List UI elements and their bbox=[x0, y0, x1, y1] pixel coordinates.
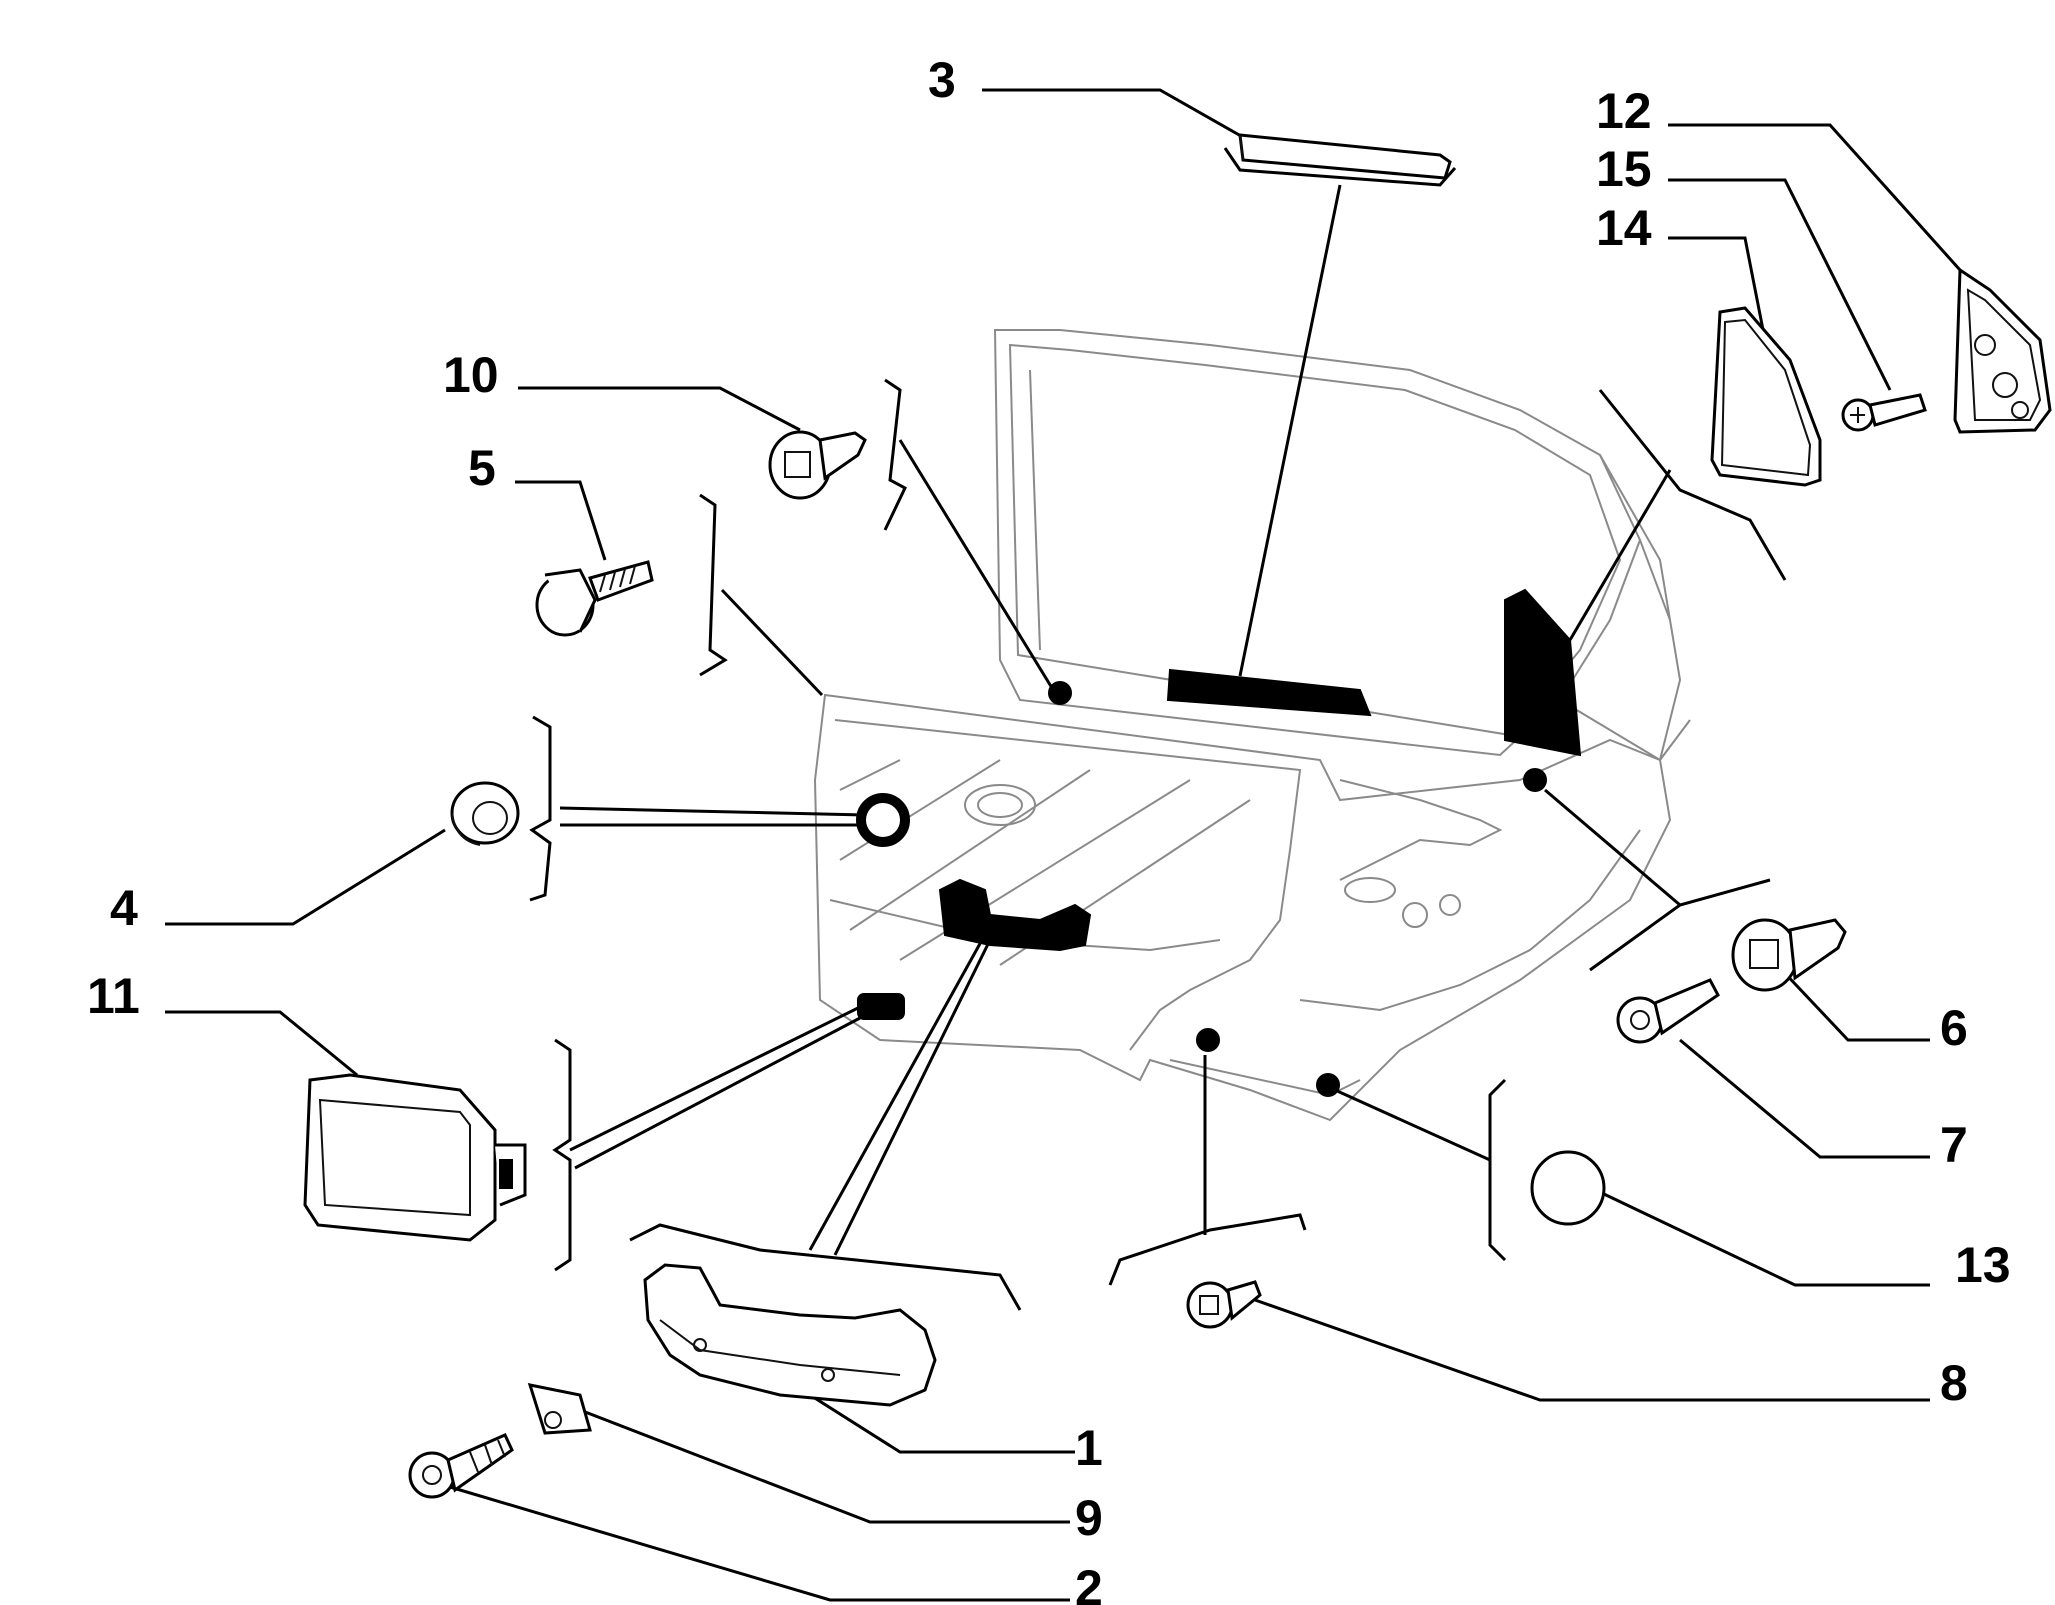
callout-13: 13 bbox=[1955, 1237, 2011, 1293]
door-fastener-dot bbox=[1048, 681, 1072, 705]
seal-strip-part bbox=[1238, 133, 1452, 180]
door-grommet bbox=[856, 793, 910, 847]
switch-housing-11-part bbox=[303, 1073, 527, 1242]
bracket-markers bbox=[529, 147, 1787, 1311]
push-clip-10-part bbox=[768, 430, 867, 500]
door-strip-seal bbox=[1166, 668, 1372, 717]
round-plug-13-part bbox=[1530, 1150, 1606, 1226]
push-clip-6-part bbox=[1731, 918, 1847, 992]
callout-4: 4 bbox=[110, 880, 138, 936]
callout-10: 10 bbox=[443, 347, 499, 403]
callout-3: 3 bbox=[928, 52, 956, 108]
door-fastener-dot bbox=[1196, 1028, 1220, 1052]
pull-handle-1-part bbox=[643, 1263, 937, 1407]
door-pull-handle bbox=[938, 878, 1092, 952]
callout-2: 2 bbox=[1075, 1560, 1103, 1605]
callout-1: 1 bbox=[1075, 1420, 1103, 1476]
callout-15: 15 bbox=[1596, 141, 1652, 197]
triangle-trim-part bbox=[1710, 306, 1822, 487]
callout-8: 8 bbox=[1940, 1355, 1968, 1411]
bolt-2-part bbox=[408, 1433, 514, 1499]
bolt-7-part bbox=[1616, 978, 1720, 1044]
callout-14: 14 bbox=[1596, 200, 1652, 256]
window-corner-trim bbox=[1504, 588, 1582, 757]
door-fastener-dot bbox=[1523, 768, 1547, 792]
grommet-ring-4-part bbox=[450, 781, 520, 846]
callout-5: 5 bbox=[468, 440, 496, 496]
clip-nut-9-part bbox=[527, 1383, 592, 1435]
button-clip-5-part bbox=[535, 560, 654, 637]
callout-6: 6 bbox=[1940, 1000, 1968, 1056]
callout-12: 12 bbox=[1596, 83, 1652, 139]
screw-15-part bbox=[1841, 393, 1927, 432]
callout-7: 7 bbox=[1940, 1117, 1968, 1173]
callout-9: 9 bbox=[1075, 1490, 1103, 1546]
corner-bracket-part bbox=[1953, 267, 2052, 434]
door-switch-recess bbox=[857, 993, 905, 1020]
leader-lines bbox=[165, 88, 1962, 1602]
door-fastener-dot bbox=[1316, 1073, 1340, 1097]
callout-11: 11 bbox=[87, 968, 140, 1024]
push-clip-8-part bbox=[1186, 1280, 1262, 1329]
callout-labels: 1 2 3 4 5 6 7 8 9 10 11 12 13 14 15 bbox=[87, 52, 2011, 1605]
